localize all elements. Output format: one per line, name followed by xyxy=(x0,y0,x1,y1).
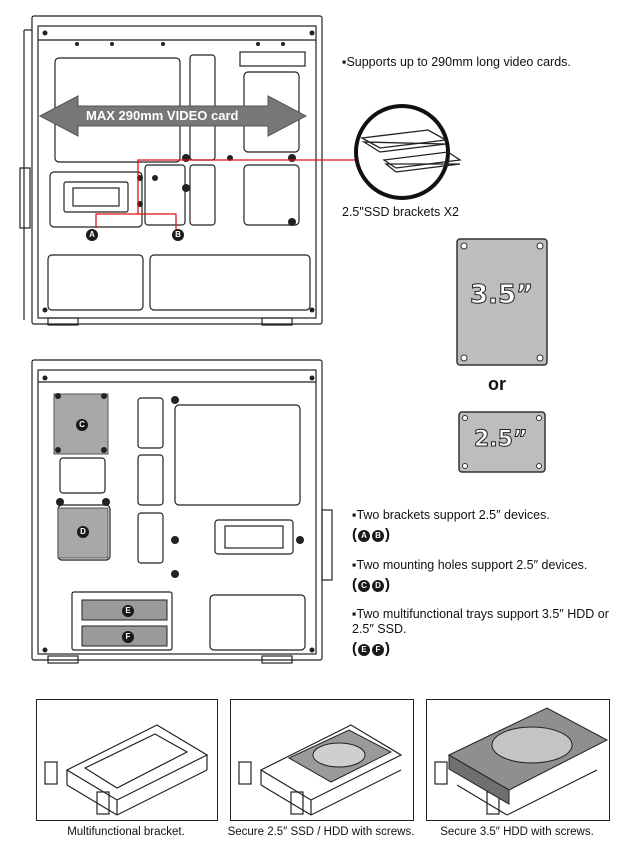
bracket-illustration xyxy=(44,724,209,816)
ssd-tray-photo xyxy=(230,699,414,821)
caption-ssd: Secure 2.5″ SSD / HDD with screws. xyxy=(227,826,415,838)
ssd-25-icon xyxy=(458,411,546,473)
ssd-brackets-caption: 2.5"SSD brackets X2 xyxy=(342,205,459,219)
ssd-25-label: 2.5” xyxy=(473,427,528,453)
marker-e: E xyxy=(125,606,131,615)
top-case-diagram xyxy=(19,15,462,326)
middle-case-diagram xyxy=(31,359,333,664)
marker-f: F xyxy=(125,632,131,641)
badge-b: B xyxy=(372,530,384,542)
hdd-tray-photo xyxy=(426,699,610,821)
marker-a: A xyxy=(89,230,95,239)
arrow-label: MAX 290mm VIDEO card xyxy=(86,108,239,123)
caption-bracket: Multifunctional bracket. xyxy=(67,826,185,838)
hdd-35-icon xyxy=(456,238,548,366)
badge-c: C xyxy=(358,580,370,592)
feature-text: Two multifunctional trays support 3.5″ H… xyxy=(352,607,609,636)
marker-d: D xyxy=(80,527,86,536)
bracket-photo xyxy=(36,699,218,821)
caption-hdd: Secure 3.5″ HDD with screws. xyxy=(440,826,594,838)
feature-item: ▪Two multifunctional trays support 3.5″ … xyxy=(352,607,609,657)
hdd-tray-illustration xyxy=(434,707,609,816)
ssd-tray-illustration xyxy=(238,724,403,816)
marker-b: B xyxy=(175,230,181,239)
badge-d: D xyxy=(372,580,384,592)
feature-text: Two brackets support 2.5″ devices. xyxy=(356,508,550,522)
video-card-note-text: Supports up to 290mm long video cards. xyxy=(346,55,571,69)
marker-c: C xyxy=(79,420,85,429)
or-label: or xyxy=(488,374,506,394)
feature-text: Two mounting holes support 2.5″ devices. xyxy=(356,558,588,572)
badge-e: E xyxy=(358,644,370,656)
hdd-35-label: 3.5” xyxy=(469,280,534,311)
feature-item: ▪Two mounting holes support 2.5″ devices… xyxy=(352,558,588,593)
video-card-note: ▪Supports up to 290mm long video cards. xyxy=(342,55,571,69)
badge-f: F xyxy=(372,644,384,656)
badge-a: A xyxy=(358,530,370,542)
